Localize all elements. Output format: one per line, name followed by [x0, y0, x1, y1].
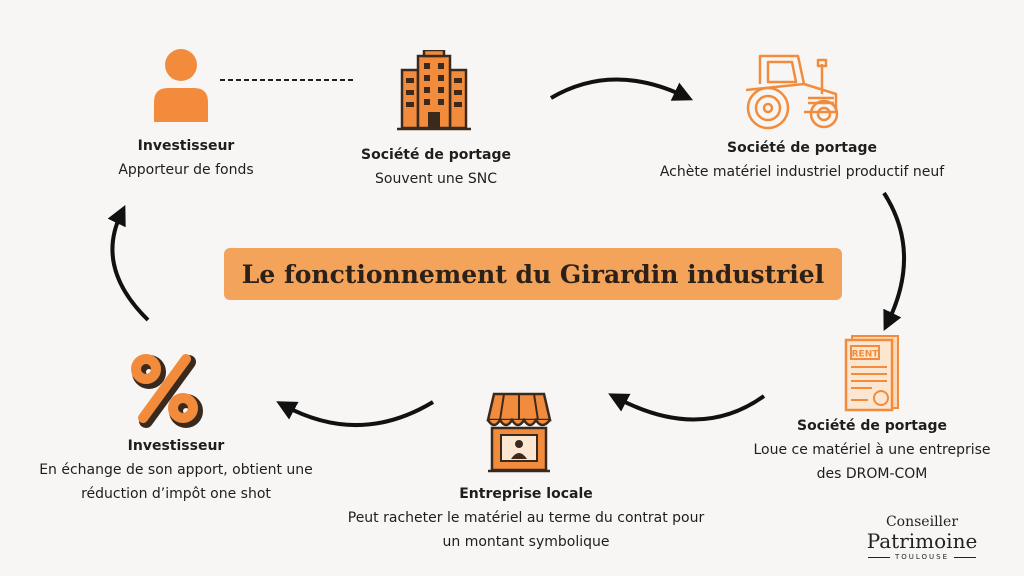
brand-logo: Conseiller Patrimoine TOULOUSE: [852, 514, 992, 561]
node-title: Entreprise locale: [459, 486, 593, 502]
node-portage-rents: Société de portage Loue ce matériel à un…: [722, 414, 1022, 486]
node-description-line1: En échange de son apport, obtient une: [39, 462, 313, 478]
node-description-line2: un montant symbolique: [442, 534, 610, 550]
node-title: Investisseur: [127, 438, 225, 454]
node-description: Souvent une SNC: [375, 171, 497, 187]
node-title: Société de portage: [727, 140, 877, 156]
node-title: Société de portage: [361, 147, 511, 163]
rent-document-icon: RENT: [844, 335, 899, 412]
shop-icon: [486, 392, 552, 473]
diagram-title: Le fonctionnement du Girardin industriel: [241, 259, 825, 289]
node-title: Société de portage: [797, 418, 947, 434]
node-local-company: Entreprise locale Peut racheter le matér…: [296, 482, 756, 554]
brand-line3: TOULOUSE: [852, 553, 992, 561]
node-investor-top: Investisseur Apporteur de fonds: [86, 134, 286, 182]
svg-text:RENT: RENT: [852, 350, 880, 360]
node-title: Investisseur: [137, 138, 235, 154]
tractor-icon: [745, 54, 839, 130]
arrow-local-to-investor: [276, 400, 435, 428]
node-description-line1: Peut racheter le matériel au terme du co…: [347, 510, 705, 526]
node-description-line2: réduction d’impôt one shot: [81, 486, 271, 502]
node-portage-snc: Société de portage Souvent une SNC: [336, 143, 536, 191]
node-description: Achète matériel industriel productif neu…: [659, 164, 945, 180]
diagram-title-banner: Le fonctionnement du Girardin industriel: [224, 248, 842, 300]
arrow-buys-to-rents: [882, 191, 906, 331]
arrow-snc-to-buys: [549, 77, 694, 101]
node-investor-bottom: Investisseur En échange de son apport, o…: [6, 434, 346, 506]
building-icon: [397, 50, 471, 131]
node-description-line2: des DROM-COM: [816, 466, 928, 482]
arrow-investor-to-investor: [107, 204, 150, 322]
person-icon: [154, 49, 208, 122]
percent-icon: [131, 354, 203, 428]
brand-line2: Patrimoine: [866, 529, 978, 553]
node-description: Apporteur de fonds: [118, 162, 254, 178]
brand-line1: Conseiller: [885, 514, 959, 530]
arrow-rents-to-local: [608, 393, 766, 422]
node-portage-buys: Société de portage Achète matériel indus…: [612, 136, 992, 184]
node-description-line1: Loue ce matériel à une entreprise: [753, 442, 991, 458]
